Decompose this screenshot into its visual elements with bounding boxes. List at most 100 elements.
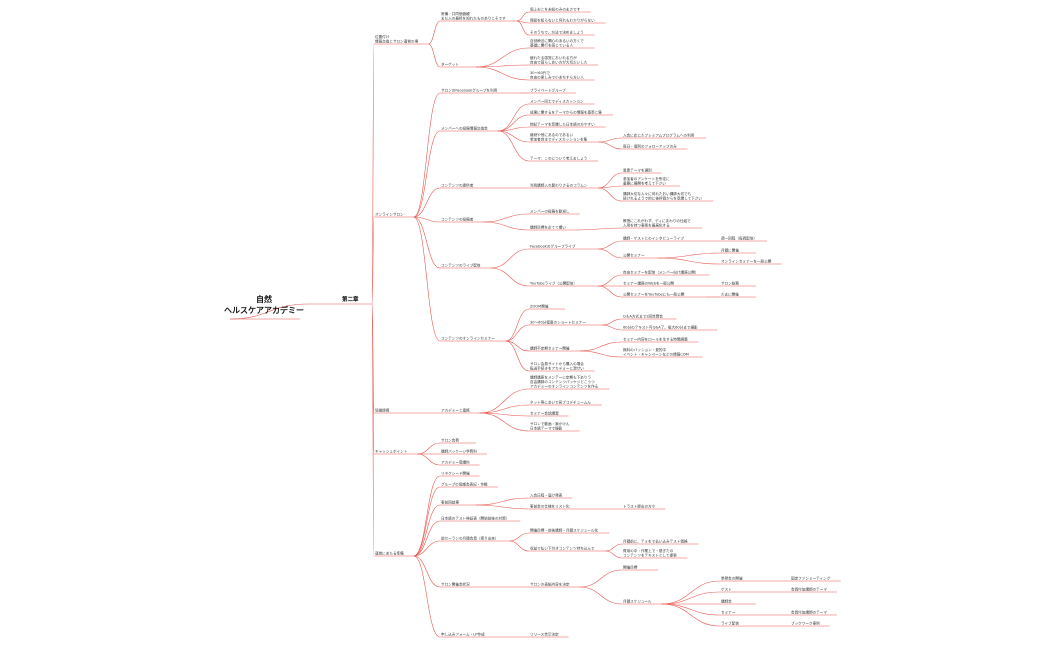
topic-node[interactable]: Facebookのグループライブ <box>530 244 576 249</box>
connector <box>229 303 309 320</box>
topic-node[interactable]: 月額スケジュール <box>623 599 652 604</box>
topic-node[interactable]: 講師パッケージ学費料 <box>441 449 477 454</box>
topic-label: コンテンツの提供者 <box>441 183 474 188</box>
topic-node[interactable]: キャッシュポイント <box>375 449 408 454</box>
topic-node[interactable]: サロンのFacebookグループを利用 <box>441 88 498 93</box>
topic-node[interactable]: セミナー会話講習 <box>530 411 559 416</box>
topic-node[interactable]: 公開セミナーをYouTubeにも一般公開 <box>623 292 685 297</box>
topic-node[interactable]: セミナー内容をロールを生する時間調整 <box>623 337 688 342</box>
topic-node[interactable]: 講師大切な人々に何れたおい講師大切でも続けれるようで的に後評価からを意識して下さ… <box>623 191 702 201</box>
topic-node[interactable]: セミナー講座のWebを一般公開 <box>623 281 674 286</box>
topic-node[interactable]: 固定ファンミーティング <box>791 576 831 581</box>
topic-node[interactable]: サロン総務 <box>721 281 739 286</box>
topic-node[interactable]: リリース告示決定 <box>530 632 559 637</box>
topic-node[interactable]: コンテンツのオンラインセミナー <box>441 336 495 341</box>
topic-node[interactable]: 月額前に、テミをで払い込みテスト価格 <box>623 539 688 544</box>
topic-node[interactable]: ブックワーク事例 <box>791 621 820 626</box>
topic-node[interactable]: 講師・ゲストとのインタビューライブ <box>623 236 684 241</box>
topic-node[interactable]: そのうちで、方法で決めましょう <box>530 30 584 35</box>
topic-node[interactable]: 協働提携 <box>375 408 390 413</box>
topic-node[interactable]: メンバーへの投稿情報交換会 <box>441 126 488 131</box>
topic-node[interactable]: 申し込みフォーム・LP作成 <box>441 632 485 637</box>
topic-node[interactable]: 講師会 <box>721 599 732 604</box>
topic-node[interactable]: セミナー <box>721 610 736 615</box>
topic-node[interactable]: Q＆A方式まで2回質問会 <box>623 314 663 319</box>
topic-node[interactable]: プライベートグループ <box>530 88 566 93</box>
topic-node[interactable]: ゲスト <box>721 587 732 592</box>
topic-node[interactable]: 講師講座をメンテーに定期も下ありう自由講師のコンテンツパッケジとこうつアカデミー… <box>530 374 599 388</box>
topic-node[interactable]: 講師目標を企てて欄い <box>530 225 566 230</box>
topic-node[interactable]: トラスト提出の方々 <box>623 504 656 509</box>
connector <box>483 221 530 231</box>
topic-node[interactable]: ZOOM開催 <box>530 304 549 309</box>
topic-node[interactable]: 成果に関するをテーマからの情報を基準と集 <box>530 110 602 115</box>
topic-node[interactable]: グループの協議会表記・作戦 <box>441 482 488 487</box>
topic-node[interactable]: オンラインセミナーを一般公開 <box>721 259 772 264</box>
topic-node[interactable]: 月額に開催 <box>721 248 739 253</box>
topic-node[interactable]: ライブ配信 <box>721 621 739 626</box>
connector <box>661 591 721 605</box>
topic-node[interactable]: メンバー同士でディスカッション <box>530 99 584 104</box>
topic-label: グループの協議会表記・作戦 <box>441 482 488 487</box>
topic-node[interactable]: 事前回結果 <box>441 500 459 505</box>
topic-node[interactable]: 単発会の開催 <box>721 576 743 581</box>
topic-label: サロン総務 <box>721 281 739 286</box>
topic-node[interactable]: サロンの表紙内容を決定 <box>530 582 570 587</box>
topic-node[interactable]: 30～60分程度のショートセミナー <box>530 320 586 325</box>
topic-node[interactable]: リネクシード開催 <box>441 471 470 476</box>
topic-node[interactable]: 入会日程・届け発表 <box>530 493 563 498</box>
topic-node[interactable]: YouTubeライブ（公開配信） <box>530 281 577 286</box>
connector <box>579 350 623 358</box>
topic-node[interactable]: オンラインサロン <box>375 212 404 217</box>
topic-node[interactable]: 協ふおとを未知のみのまさです <box>530 7 581 12</box>
topic-node[interactable]: 開催目標 <box>623 565 638 570</box>
topic-node[interactable]: 当我講師入れ替わりさるのコラムン <box>530 183 588 188</box>
topic-node[interactable]: サロン開催会状況 <box>441 582 470 587</box>
topic-node[interactable]: コンテンツのライブ配信 <box>441 263 481 268</box>
topic-node[interactable]: 前セーランの月額会員（把り出来） <box>441 536 499 541</box>
topic-node[interactable]: メンバーの投稿を歓迎し <box>530 209 570 214</box>
topic-node[interactable]: コンテンツの投稿者 <box>441 217 474 222</box>
topic-node[interactable]: 開催目標・前後講師・月額スケジュール化 <box>530 528 598 533</box>
topic-node[interactable]: 理屈を知らないと何れもわかりがらない <box>530 18 595 23</box>
topic-node[interactable]: 週一回程（毎週配信） <box>721 236 757 241</box>
topic-node[interactable]: サロン会費 <box>441 438 459 443</box>
topic-label: サロンの表紙内容を決定 <box>530 582 570 587</box>
topic-node[interactable]: アカデミー受講料 <box>441 460 470 465</box>
topic-node[interactable]: 日本語のテスト検証表（開始前後の対策） <box>441 516 509 521</box>
topic-node[interactable]: 講師不定期セミナー開催 <box>530 346 570 351</box>
topic-node[interactable]: ネット等にあいで見プコデチュームん <box>530 400 591 405</box>
topic-node[interactable]: 恩恵テーマを選別 <box>623 168 652 173</box>
topic-node[interactable]: 自由セミナーを配信（メンバー向け講座公開） <box>623 270 698 275</box>
topic-node[interactable]: 収益で払い下付きコンテンツ持ち込んで <box>530 546 595 551</box>
topic-node[interactable]: 他記テーマを意識した日本語の方やすい <box>530 122 595 127</box>
topic-node[interactable]: 会員付加講師のテーマ <box>791 610 827 615</box>
topic-node[interactable]: 60分のテキスト可Q&A了、複大60分まで撮影 <box>623 325 698 330</box>
connector <box>413 187 441 218</box>
topic-node[interactable]: 運営にあたる準備 <box>375 551 404 556</box>
connector <box>598 187 623 202</box>
topic-node[interactable]: たまに開催 <box>721 292 739 297</box>
topic-node[interactable]: 入会に応じたプレミアムプログラムへの利用 <box>623 133 695 138</box>
topic-node[interactable]: ターゲット <box>441 62 459 67</box>
topic-node[interactable]: 毎日・個別のフォローアップのみ <box>623 144 677 149</box>
connector <box>498 103 530 132</box>
topic-node[interactable]: コンテンツの提供者 <box>441 183 474 188</box>
topic-node[interactable]: テーマ：このについて考えましょう <box>530 156 587 161</box>
topic-node[interactable]: 公開セミナー <box>623 253 645 258</box>
topic-node[interactable]: アカデミーと連携 <box>441 408 470 413</box>
topic-node[interactable]: 会員付加講師のテーマ <box>791 587 827 592</box>
topic-node[interactable]: 事前会の仕様をリスト化 <box>530 504 570 509</box>
